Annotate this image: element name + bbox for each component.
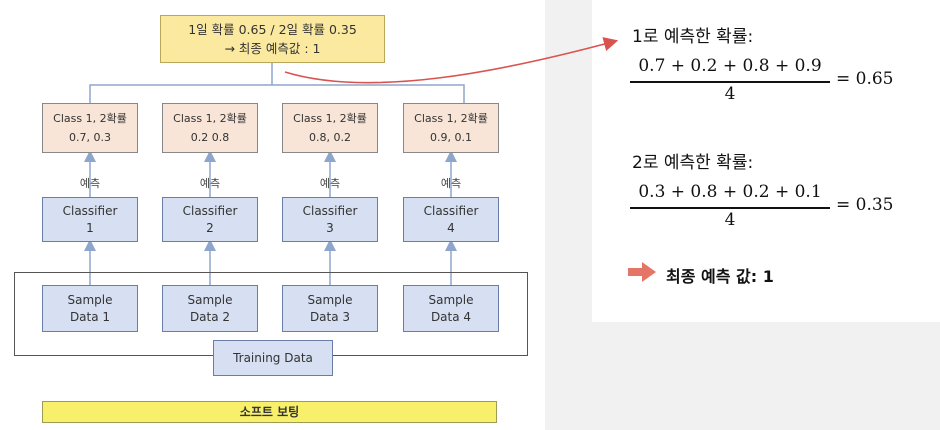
sample-index: Data 1	[69, 309, 111, 324]
predict-label-4: 예측	[440, 177, 462, 190]
probability-title: Class 1, 2확률	[53, 112, 127, 125]
classifier-box-4: Classifier 4	[403, 197, 499, 242]
formula-2-numerator: 0.3 + 0.8 + 0.2 + 0.1	[638, 182, 822, 202]
probability-title: Class 1, 2확률	[293, 112, 367, 125]
classifier-box-2: Classifier 2	[162, 197, 258, 242]
final-result-text: 최종 예측 값: 1	[666, 267, 774, 286]
classifier-box-3: Classifier 3	[282, 197, 378, 242]
probability-title: Class 1, 2확률	[173, 112, 247, 125]
classifier-box-1: Classifier 1	[42, 197, 138, 242]
sample-label: Sample	[307, 292, 353, 307]
sample-label: Sample	[67, 292, 113, 307]
sample-index: Data 4	[430, 309, 472, 324]
probability-box-4: Class 1, 2확률 0.9, 0.1	[403, 103, 499, 153]
final-prediction-line1: 1일 확률 0.65 / 2일 확률 0.35	[188, 22, 357, 37]
formula-2-result: = 0.35	[836, 195, 894, 215]
sample-data-box-1: Sample Data 1	[42, 285, 138, 332]
merge-bracket	[89, 84, 465, 103]
result-arrow-icon	[628, 262, 656, 282]
final-result-row: 최종 예측 값: 1	[658, 263, 774, 287]
formula-2-denominator: 4	[724, 210, 736, 230]
sample-label: Sample	[187, 292, 233, 307]
classifier-name: Classifier	[182, 203, 238, 218]
classifier-name: Classifier	[62, 203, 118, 218]
classifier-name: Classifier	[302, 203, 358, 218]
probability-values: 0.8, 0.2	[309, 131, 351, 144]
sample-data-box-3: Sample Data 3	[282, 285, 378, 332]
final-prediction-box: 1일 확률 0.65 / 2일 확률 0.35 → 최종 예측값 : 1	[160, 15, 385, 63]
predict-label-1: 예측	[79, 177, 101, 190]
probability-values: 0.2 0.8	[190, 131, 230, 144]
final-prediction-line2: → 최종 예측값 : 1	[224, 41, 321, 56]
formula-1-fraction-bar	[630, 81, 830, 83]
sample-data-box-4: Sample Data 4	[403, 285, 499, 332]
formula-1-result: = 0.65	[836, 69, 894, 89]
probability-values: 0.9, 0.1	[430, 131, 472, 144]
training-data-box: Training Data	[213, 340, 333, 376]
classifier-number: 4	[447, 220, 455, 235]
probability-box-3: Class 1, 2확률 0.8, 0.2	[282, 103, 378, 153]
soft-voting-banner: 소프트 보팅	[42, 401, 497, 423]
heading-class-1: 1로 예측한 확률:	[632, 27, 754, 47]
sample-index: Data 2	[189, 309, 231, 324]
probability-box-1: Class 1, 2확률 0.7, 0.3	[42, 103, 138, 153]
formula-2-fraction-bar	[630, 207, 830, 209]
classifier-number: 2	[206, 220, 214, 235]
classifier-name: Classifier	[423, 203, 479, 218]
predict-label-3: 예측	[319, 177, 341, 190]
classifier-number: 1	[86, 220, 94, 235]
sample-label: Sample	[428, 292, 474, 307]
probability-box-2: Class 1, 2확률 0.2 0.8	[162, 103, 258, 153]
formula-1-numerator: 0.7 + 0.2 + 0.8 + 0.9	[638, 56, 822, 76]
heading-class-2: 2로 예측한 확률:	[632, 153, 754, 173]
callout-arrow	[284, 37, 619, 84]
probability-values: 0.7, 0.3	[69, 131, 111, 144]
predict-label-2: 예측	[199, 177, 221, 190]
probability-title: Class 1, 2확률	[414, 112, 488, 125]
formula-1-denominator: 4	[724, 84, 736, 104]
classifier-number: 3	[326, 220, 334, 235]
sample-index: Data 3	[309, 309, 351, 324]
sample-data-box-2: Sample Data 2	[162, 285, 258, 332]
